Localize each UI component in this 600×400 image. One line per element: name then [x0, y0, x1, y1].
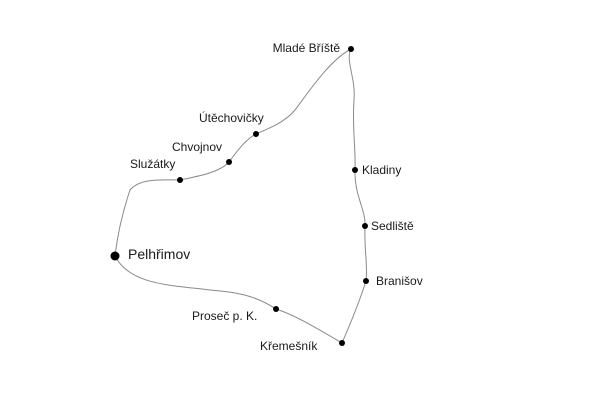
stop-dot-sluzatky — [177, 177, 183, 183]
stop-dot-branisov — [363, 278, 369, 284]
stop-label-kremesnik: Křemešník — [260, 339, 318, 353]
stop-label-prosec: Proseč p. K. — [192, 309, 257, 323]
stop-dot-mlade-briste — [348, 46, 354, 52]
stop-label-mlade-briste: Mladé Bříště — [273, 41, 341, 55]
stop-label-chvojnov: Chvojnov — [172, 140, 222, 154]
stop-dot-prosec — [273, 306, 279, 312]
stop-label-kladiny: Kladiny — [362, 163, 401, 177]
stop-label-branisov: Branišov — [376, 274, 423, 288]
route-line — [114, 47, 368, 344]
stop-dot-pelhrimov — [110, 251, 120, 261]
stop-dot-kladiny — [352, 167, 358, 173]
stop-dot-sedliste — [362, 223, 368, 229]
stop-label-sedliste: Sedliště — [371, 219, 414, 233]
stop-dot-utechovicky — [253, 131, 259, 137]
stop-dot-kremesnik — [339, 340, 345, 346]
stop-label-utechovicky: Útěchovičky — [199, 110, 264, 125]
stop-label-pelhrimov: Pelhřimov — [128, 246, 190, 262]
stop-dot-chvojnov — [226, 159, 232, 165]
stop-label-sluzatky: Služátky — [130, 157, 175, 171]
